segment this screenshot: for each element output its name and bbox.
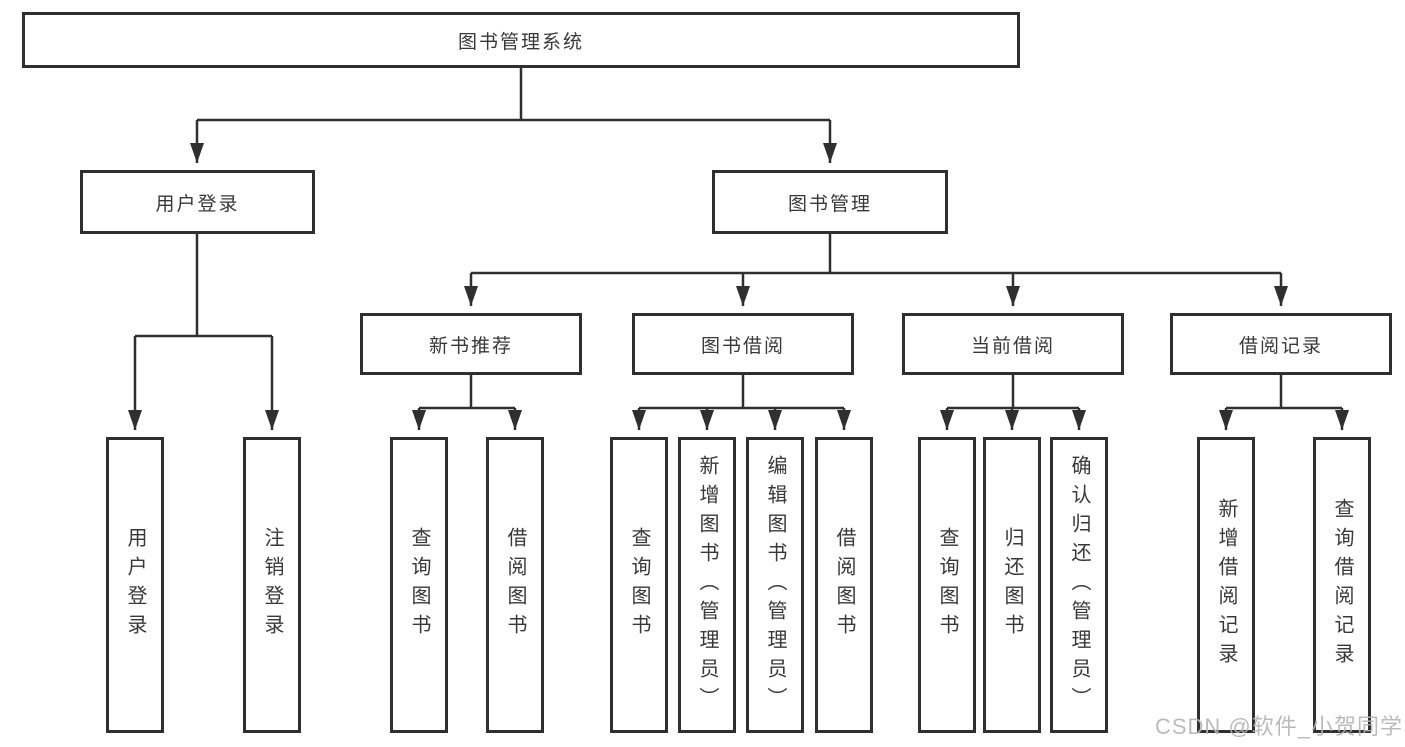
node-user-login: 用户登录 xyxy=(80,170,315,234)
node-label: 新增借阅记录 xyxy=(1215,498,1237,672)
node-label: 借阅记录 xyxy=(1238,335,1323,357)
node-label: 用户登录 xyxy=(124,527,146,643)
leaf-edit-book-admin: 编辑图书（管理员） xyxy=(746,437,804,733)
node-label: 编辑图书（管理员） xyxy=(764,454,786,716)
leaf-query-books-borrowing: 查询图书 xyxy=(610,437,668,733)
node-label: 归还图书 xyxy=(1001,527,1023,643)
node-label: 注销登录 xyxy=(261,527,283,643)
node-label: 当前借阅 xyxy=(970,335,1055,357)
node-current-borrowing: 当前借阅 xyxy=(902,313,1124,375)
node-label: 用户登录 xyxy=(155,193,240,215)
leaf-borrow-books-borrowing: 借阅图书 xyxy=(815,437,873,733)
node-borrowing-records: 借阅记录 xyxy=(1170,313,1392,375)
leaf-confirm-return-admin: 确认归还（管理员） xyxy=(1050,437,1108,733)
node-label: 借阅图书 xyxy=(504,527,526,643)
leaf-query-books-current: 查询图书 xyxy=(918,437,976,733)
node-label: 图书管理系统 xyxy=(457,31,584,53)
leaf-user-login: 用户登录 xyxy=(106,437,164,733)
leaf-borrow-books-recommend: 借阅图书 xyxy=(486,437,544,733)
node-label: 查询图书 xyxy=(408,527,430,643)
node-label: 借阅图书 xyxy=(833,527,855,643)
leaf-add-book-admin: 新增图书（管理员） xyxy=(678,437,736,733)
node-label: 图书借阅 xyxy=(700,335,785,357)
csdn-watermark: CSDN @软件_小贺同学 xyxy=(1154,714,1403,739)
node-label: 查询图书 xyxy=(936,527,958,643)
node-label: 查询借阅记录 xyxy=(1331,498,1353,672)
leaf-query-books-recommend: 查询图书 xyxy=(390,437,448,733)
leaf-logout: 注销登录 xyxy=(243,437,301,733)
node-label: 新书推荐 xyxy=(428,335,513,357)
leaf-add-borrow-record: 新增借阅记录 xyxy=(1197,437,1255,733)
leaf-query-borrow-record: 查询借阅记录 xyxy=(1313,437,1371,733)
leaf-return-books: 归还图书 xyxy=(983,437,1041,733)
node-label: 查询图书 xyxy=(628,527,650,643)
node-book-borrowing: 图书借阅 xyxy=(632,313,854,375)
node-label: 新增图书（管理员） xyxy=(696,454,718,716)
node-book-management: 图书管理 xyxy=(712,170,948,234)
node-library-system: 图书管理系统 xyxy=(22,12,1020,68)
node-label: 确认归还（管理员） xyxy=(1068,454,1090,716)
node-new-book-recommend: 新书推荐 xyxy=(360,313,582,375)
node-label: 图书管理 xyxy=(787,193,872,215)
